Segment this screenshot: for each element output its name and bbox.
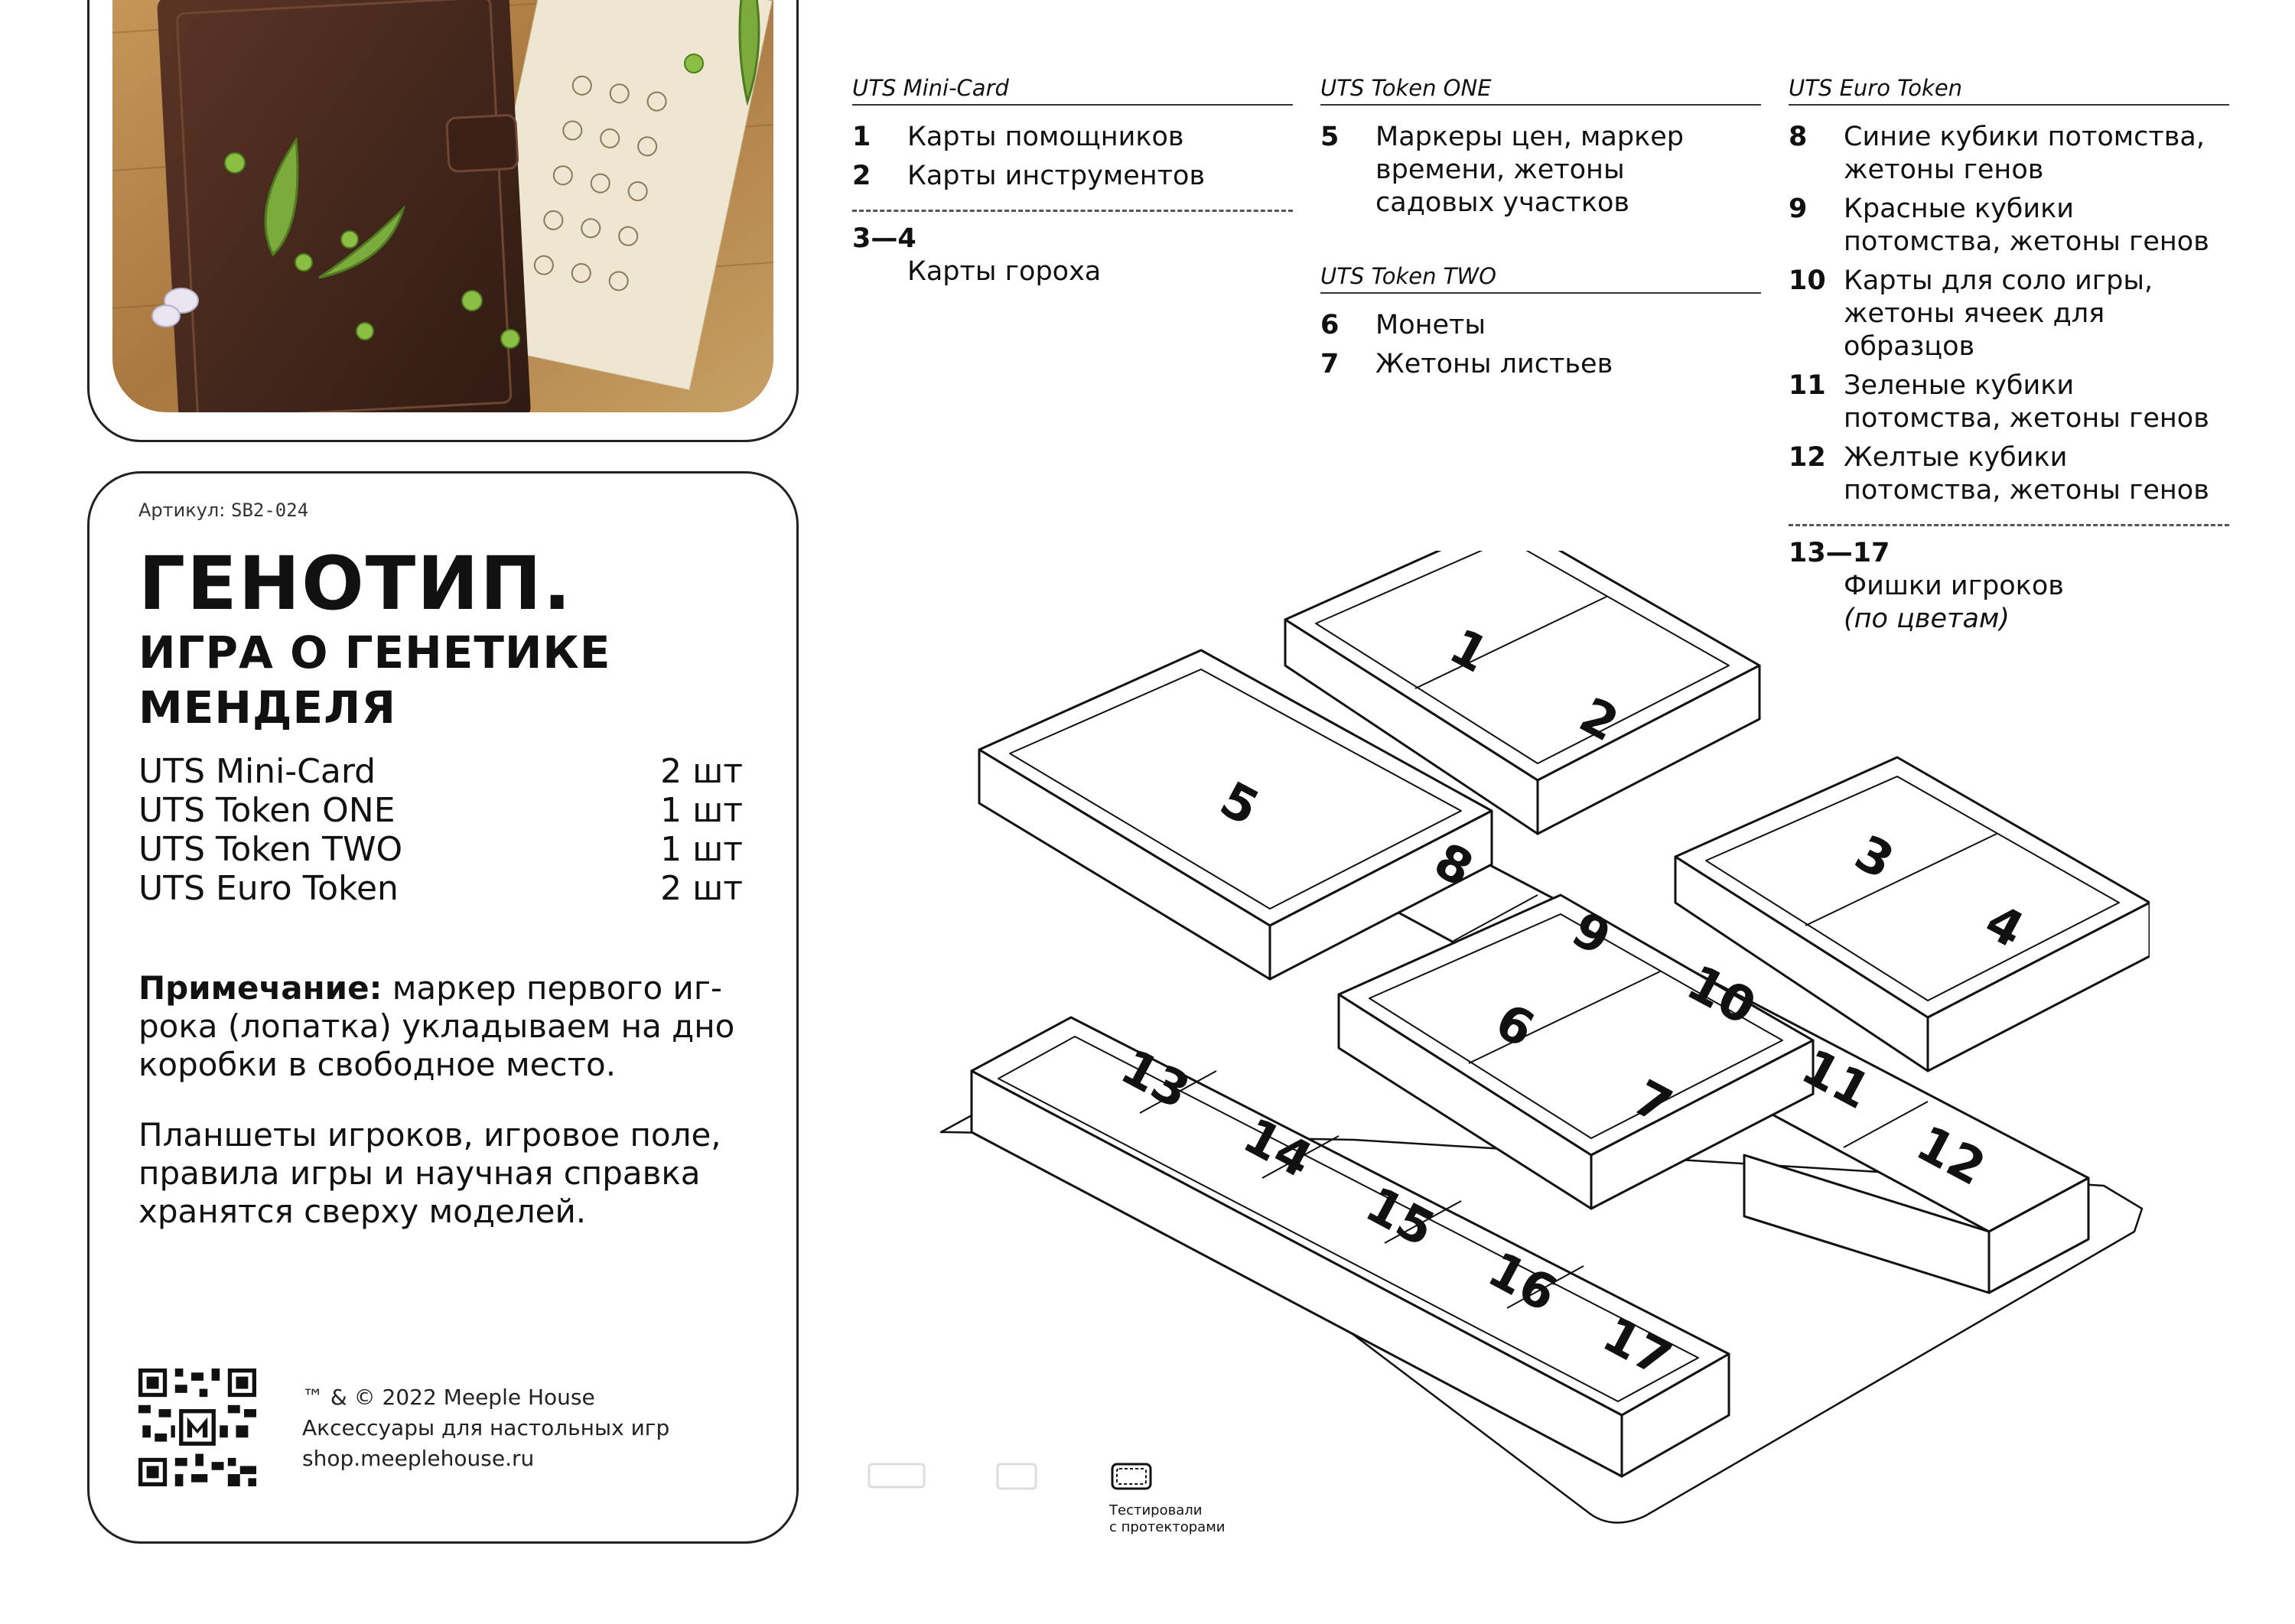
tray-5 [978,649,1493,981]
tray-3-4 [1674,756,2150,1072]
box-lid-icon [868,1463,926,1489]
legend-header: UTS Euro Token [1789,75,2229,106]
note: Примечание: маркер первого иг-рока (лопа… [138,969,750,1084]
legend-text: Карты инструментов [907,161,1206,191]
divider [852,210,1293,212]
legend-mini-card: UTS Mini-Card 1 Карты помощников 2 Карты… [852,75,1293,288]
kit-list: UTS Mini-Card 2 шт UTS Token ONE 1 шт UT… [138,752,743,908]
legend-num: 1 [852,122,871,152]
kit-row: UTS Euro Token 2 шт [138,869,743,908]
legend-range: 3—4 Карты гороха [852,223,1293,288]
kit-item-name: UTS Euro Token [138,869,399,908]
legend-item: 11 Зеленые кубики потомства, жетоны гено… [1789,369,2229,435]
game-photo-illustration [112,0,773,412]
note-text: маркер первого иг-рока (лопатка) укладыв… [138,969,735,1083]
photo-card [87,0,799,442]
kit-item-qty: 1 шт [660,791,743,830]
qr-code-icon [138,1369,256,1486]
legend-num: 7 [1320,349,1340,379]
legend-range: 13—17 Фишки игроков (по цветам) [1789,537,2229,636]
legend-header: UTS Mini-Card [852,75,1293,106]
storage-note: Планшеты игроков, игровое поле, правила … [138,1116,721,1230]
kit-item-qty: 2 шт [660,869,743,908]
title-subtitle: ИГРА О ГЕНЕТИКЕ МЕНДЕЛЯ [138,625,610,735]
legend-text: Фишки игроков [1844,571,2064,601]
tested-label: Тестировали с протекторами [1109,1502,1226,1536]
legend-text: Монеты [1375,310,1486,340]
legend-num: 6 [1320,310,1340,340]
legend-item: 9 Красные кубики потомства, жетоны генов [1789,193,2229,259]
title-line2: ИГРА О ГЕНЕТИКЕ [138,626,611,679]
legend-text: Желтые кубики потомства, жетоны генов [1844,442,2209,506]
article-label: Артикул: [138,500,226,521]
title-line3: МЕНДЕЛЯ [138,682,396,734]
kit-row: UTS Token TWO 1 шт [138,830,743,869]
tested-line1: Тестировали [1109,1502,1203,1518]
legend-num: 2 [852,161,871,191]
tested-line2: с протекторами [1109,1519,1226,1535]
legend-item: 1 Карты помощников [852,121,1293,154]
legend-header: UTS Token TWO [1320,263,1761,294]
legend-text: Синие кубики потомства, жетоны генов [1844,122,2205,185]
kit-row: UTS Token ONE 1 шт [138,791,743,830]
kit-row: UTS Mini-Card 2 шт [138,752,743,791]
legend-header: UTS Token ONE [1320,75,1761,106]
note-label: Примечание: [138,969,382,1007]
tray-1-2 [1284,551,1761,835]
usage-icons: Тестировали с протекторами [849,1460,1262,1544]
legend-item: 2 Карты инструментов [852,160,1293,193]
game-photo [112,0,773,412]
legend-text: Карты для соло игры, жетоны ячеек для об… [1844,265,2153,362]
organizer-diagram: 1 2 5 8 9 10 11 12 3 4 6 7 13 14 15 16 1… [939,551,2150,1524]
legend-num: 3—4 [852,223,916,254]
divider [1789,524,2229,526]
title-line1: ГЕНОТИП. [138,541,573,626]
legend-subtext: (по цветам) [1844,604,2010,634]
kit-item-qty: 1 шт [660,830,743,869]
legend-item: 8 Синие кубики потомства, жетоны генов [1789,121,2229,187]
legend-text: Карты помощников [907,122,1184,152]
legend-num: 10 [1789,265,1826,296]
kit-item-qty: 2 шт [660,752,743,791]
legend-item: 5 Маркеры цен, маркер времени, жетоны са… [1320,121,1761,220]
shop-link[interactable]: shop.meeplehouse.ru [302,1446,535,1471]
article-code: SB2-024 [231,500,309,521]
kit-item-name: UTS Token ONE [138,791,396,830]
legend-euro-token: UTS Euro Token 8 Синие кубики потомства,… [1789,75,2229,636]
legend-text: Карты гороха [907,256,1102,287]
legend-num: 8 [1789,122,1808,152]
legend-num: 5 [1320,122,1340,152]
legend-num: 12 [1789,442,1826,473]
legend-text: Красные кубики потомства, жетоны генов [1844,194,2209,257]
tray-13-17 [970,1016,1730,1478]
legend-item: 12 Желтые кубики потомства, жетоны генов [1789,441,2229,507]
legend-num: 11 [1789,370,1826,401]
legend-num: 9 [1789,194,1808,224]
copyright: ™ & © 2022 Meeple House [302,1385,595,1410]
legend-text: Маркеры цен, маркер времени, жетоны садо… [1375,122,1684,218]
card-protector-icon [1111,1463,1152,1490]
kit-item-name: UTS Mini-Card [138,752,376,791]
legend-text: Жетоны листьев [1375,349,1613,379]
legend-text: Зеленые кубики потомства, жетоны генов [1844,370,2209,434]
legend-item: 6 Монеты [1320,309,1761,342]
legend-token-two: UTS Token TWO 6 Монеты 7 Жетоны листьев [1320,263,1761,381]
info-card: Артикул: SB2-024 ГЕНОТИП. ИГРА О ГЕНЕТИК… [87,471,799,1544]
legend-item: 7 Жетоны листьев [1320,348,1761,381]
footer: ™ & © 2022 Meeple House Аксессуары для н… [302,1382,669,1474]
legend-num: 13—17 [1789,538,1890,568]
tray-6-7 [1337,893,1815,1210]
kit-item-name: UTS Token TWO [138,830,403,869]
sleeve-icon [996,1463,1037,1490]
legend-item: 10 Карты для соло игры, жетоны ячеек для… [1789,265,2229,363]
article-number: Артикул: SB2-024 [138,500,308,521]
tagline: Аксессуары для настольных игр [302,1415,670,1440]
legend-token-one: UTS Token ONE 5 Маркеры цен, маркер врем… [1320,75,1761,220]
